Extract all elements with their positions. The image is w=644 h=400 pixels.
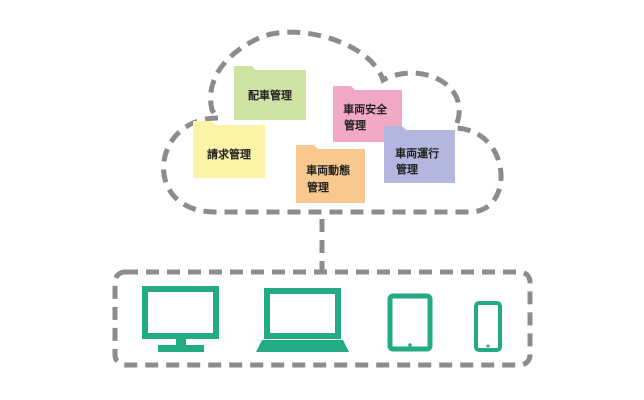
folder-vehicle-safety-label: 車両安全 管理 [343,102,391,132]
desktop-monitor-icon [142,286,219,352]
cloud-outline [161,29,504,215]
smartphone-icon [474,301,502,352]
folder-billing: 請求管理 [193,121,265,178]
folder-billing-label: 請求管理 [207,147,251,161]
folder-vehicle-status: 車両動態 管理 [296,145,365,203]
laptop-icon [256,288,349,352]
folder-dispatch: 配車管理 [234,66,306,120]
tablet-icon [387,293,433,352]
devices-box [112,269,533,368]
folder-dispatch-label: 配車管理 [248,88,292,102]
folder-vehicle-status-label: 車両動態 管理 [306,163,354,194]
folder-vehicle-operation-label: 車両運行 管理 [395,146,443,176]
folder-vehicle-operation: 車両運行 管理 [384,126,455,183]
